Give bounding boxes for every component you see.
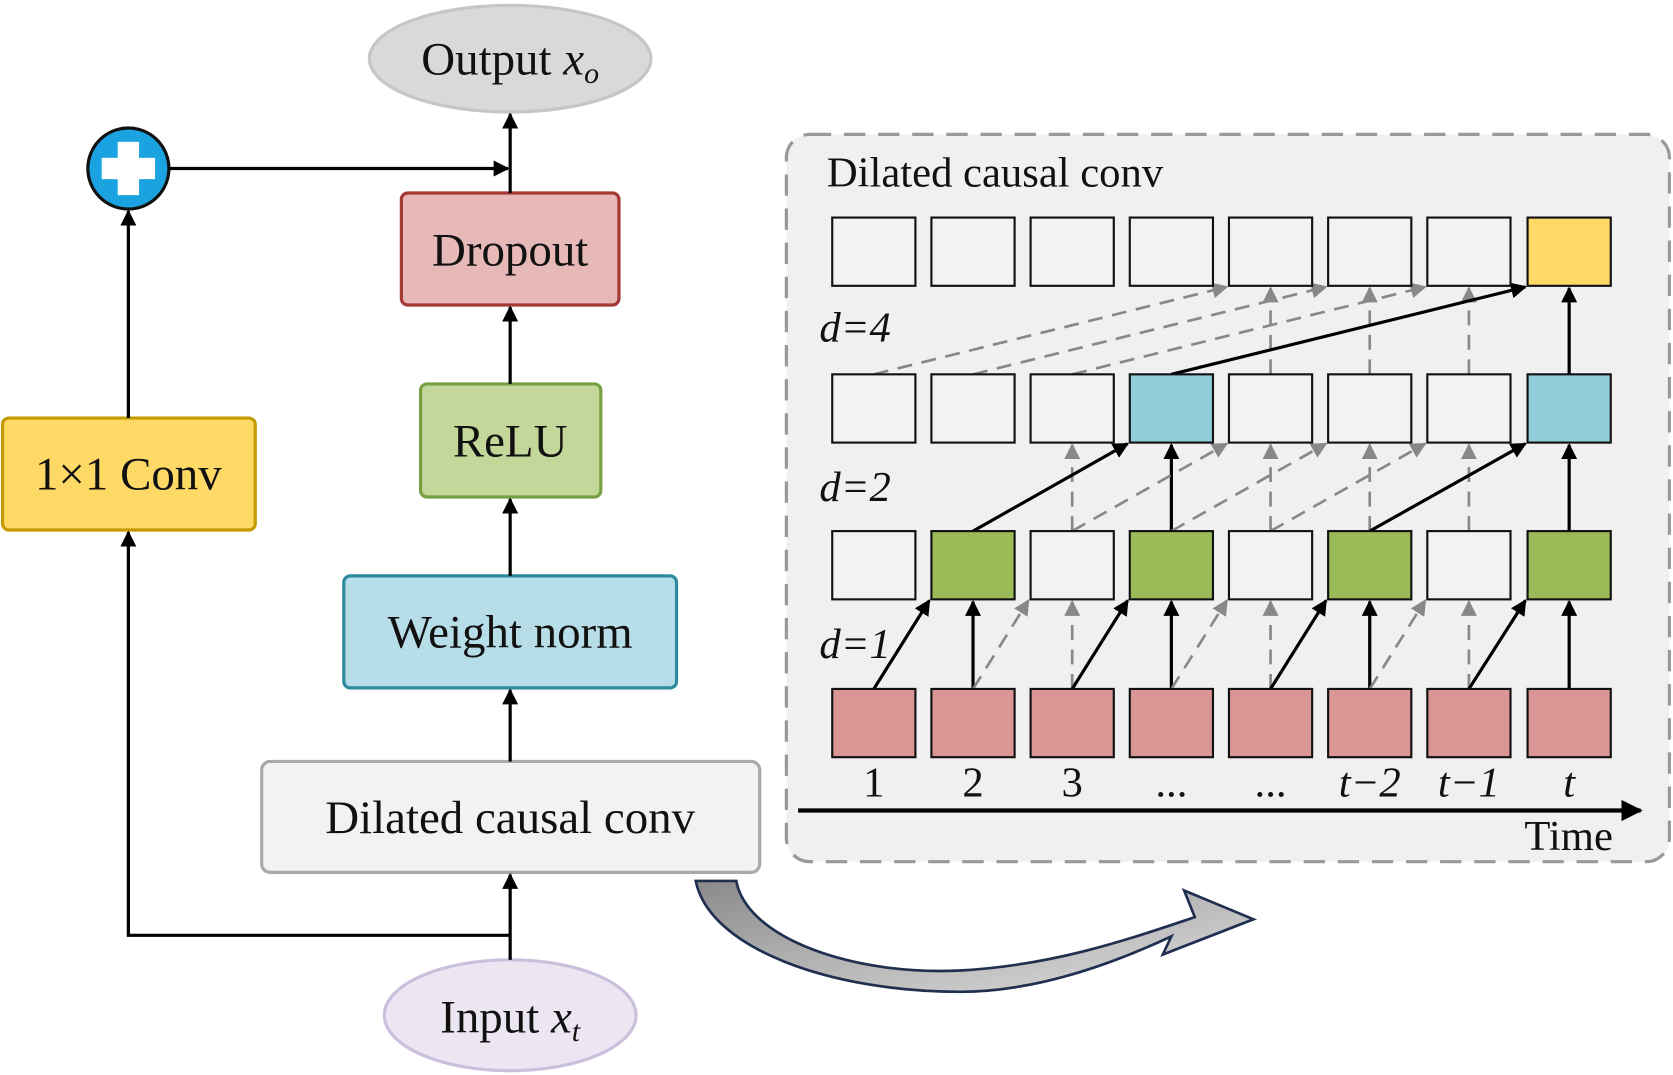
hidden-layer-1-cell [1128, 530, 1215, 601]
time-label: t−1 [1438, 760, 1500, 807]
relu-label: ReLU [453, 415, 568, 467]
time-label: ... [1155, 760, 1187, 807]
hidden-layer-1-cell [930, 530, 1016, 601]
input-layer-cell [1029, 687, 1115, 759]
hidden-layer-1-cell [1426, 530, 1512, 601]
time-step-labels: 1 2 3 ... ... t−2 t−1 t [863, 760, 1576, 807]
hidden-layer-2-cell [1029, 373, 1115, 444]
time-axis-label: Time [1524, 813, 1613, 860]
output-layer-cell [1227, 216, 1314, 287]
time-label: 3 [1062, 760, 1083, 807]
time-label: t−2 [1339, 760, 1401, 807]
time-label: ... [1255, 760, 1287, 807]
hidden-layer-1-cell [831, 530, 917, 601]
input-layer-cell [1128, 687, 1215, 759]
hidden-layer-1-cell [1029, 530, 1115, 601]
output-layer-cell [1327, 216, 1413, 287]
output-layer-cell [930, 216, 1016, 287]
dilated-connection-arrow [972, 282, 1328, 376]
time-label: 2 [962, 760, 983, 807]
dilated-connection-arrow [1170, 282, 1527, 376]
dilated-connection-arrow [971, 599, 1030, 690]
dilated-connection-arrow [1269, 442, 1427, 533]
hidden-layer-2-cell [1526, 373, 1612, 444]
panel-title: Dilated causal conv [827, 150, 1164, 197]
dilated-connection-arrow [1070, 599, 1130, 690]
output-layer-cell [1128, 216, 1215, 287]
dropout-label: Dropout [432, 225, 588, 277]
add-node [86, 126, 171, 211]
hidden-layer-2-cell [1227, 373, 1314, 444]
input-layer-cell [1227, 687, 1314, 759]
expand-arrow-icon [694, 879, 1258, 994]
flow-arrows [120, 112, 519, 960]
hidden-layer-2-cell [930, 373, 1016, 444]
output-layer-cell [831, 216, 917, 287]
dilated-conv-panel: Dilated causal conv d=4 d=2 d=1 1 2 3 ..… [784, 132, 1672, 864]
input-layer-cell [1526, 687, 1612, 759]
hidden-layer-1-cell [1327, 530, 1413, 601]
dilated-connection-arrow [1170, 442, 1328, 533]
hidden-layer-2-cell [1128, 373, 1215, 444]
input-layer-cell [1327, 687, 1413, 759]
dilated-conv-label: Dilated causal conv [325, 792, 695, 844]
input-layer-cell [831, 687, 917, 759]
dilated-connection-arrow [1071, 442, 1229, 533]
dilation-label-2: d=2 [819, 464, 890, 511]
dilated-connection-arrow [1368, 442, 1527, 533]
dilation-label-4: d=4 [819, 304, 890, 351]
time-label: 1 [863, 760, 884, 807]
output-layer-cell [1029, 216, 1115, 287]
left-block: Output xo Dropout ReLU Weight norm Dilat… [0, 3, 762, 1073]
input-layer-cell [1426, 687, 1512, 759]
dilation-label-1: d=1 [819, 621, 890, 668]
dilated-connection-arrow [873, 282, 1229, 376]
hidden-layer-2-cell [1327, 373, 1413, 444]
input-layer-cell [930, 687, 1016, 759]
output-layer-cell [1426, 216, 1512, 287]
time-label: t [1563, 760, 1576, 807]
output-label: Output xo [421, 34, 599, 91]
hidden-layer-1-cell [1526, 530, 1612, 601]
conv1x1-label: 1×1 Conv [35, 449, 222, 501]
dilated-connection-arrow [1467, 599, 1527, 690]
weight-norm-label: Weight norm [388, 606, 633, 658]
output-layer-cell [1526, 216, 1612, 287]
hidden-layer-2-cell [1426, 373, 1512, 444]
hidden-layer-2-cell [831, 373, 917, 444]
output-node [367, 3, 653, 114]
dilated-connection-arrow [1170, 599, 1228, 690]
dilated-connection-arrow [1269, 599, 1328, 690]
hidden-layer-1-cell [1227, 530, 1314, 601]
dilated-connection-arrow [872, 599, 931, 690]
dilated-connection-arrow [1071, 282, 1427, 376]
input-label: Input xt [440, 991, 581, 1048]
dilated-connection-arrow [972, 442, 1130, 533]
neuron-grid [831, 216, 1612, 759]
dilated-connection-arrow [1368, 599, 1427, 690]
